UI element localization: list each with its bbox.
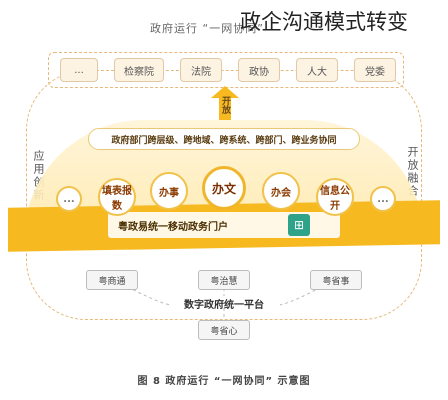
institution-more: ... [60, 58, 98, 82]
app-yueshangtong: 粤商通 [86, 270, 138, 290]
collaboration-banner: 政府部门跨层级、跨地域、跨系统、跨部门、跨业务协同 [88, 128, 360, 150]
portal-app-icon: ⊞ [288, 214, 310, 236]
service-form-reporting: 填表报数 [98, 178, 136, 216]
service-info-disclosure: 信息公开 [316, 178, 354, 216]
service-more-right: ... [370, 186, 396, 212]
figure-caption: 图 8 政府运行 “一网协同” 示意图 [137, 376, 311, 387]
service-meetings: 办会 [262, 172, 300, 210]
service-more-left: ... [56, 186, 82, 212]
service-affairs: 办事 [150, 172, 188, 210]
overlay-title: 政企沟通模式转变 [240, 10, 408, 34]
service-documents: 办文 [202, 166, 246, 210]
feedback-loop [26, 70, 422, 320]
app-yueshengshi: 粤省事 [310, 270, 362, 290]
portal-label-text: 粤政易统一移动政务门户 [118, 221, 228, 233]
institution-procuratorate: 检察院 [114, 58, 164, 82]
institution-npc: 人大 [296, 58, 338, 82]
open-arrow-label: 开放 [220, 96, 230, 114]
institution-court: 法院 [180, 58, 222, 82]
unified-platform-label: 数字政府统一平台 [184, 300, 264, 311]
diagram-title: 政府运行 “一网协同” [150, 22, 264, 35]
institution-party-committee: 党委 [354, 58, 396, 82]
open-up-arrow-icon [211, 86, 239, 120]
app-yuezhihui: 粤治慧 [198, 270, 250, 290]
institution-cppcc: 政协 [238, 58, 280, 82]
app-yueshengxin: 粤省心 [198, 320, 250, 340]
